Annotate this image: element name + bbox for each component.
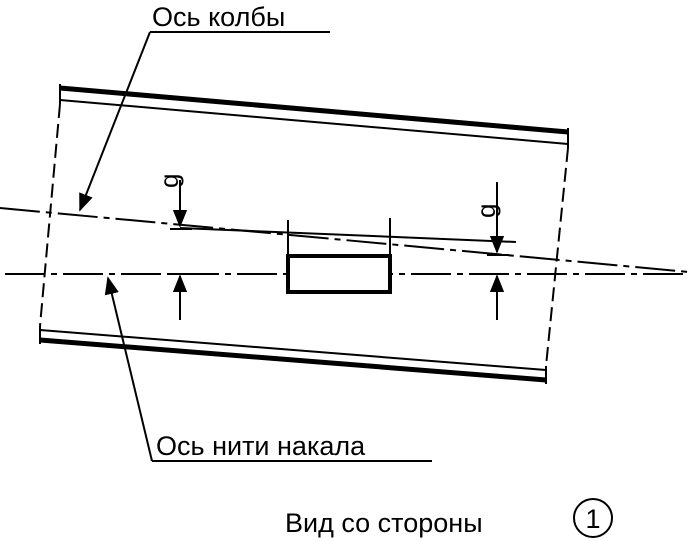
filament-top-reference: [179, 227, 517, 243]
dimension-g-right: [487, 182, 509, 320]
dimension-g-left: [170, 180, 192, 320]
right-end-contour: [545, 147, 569, 367]
lower-bulb-wall: [39, 326, 547, 384]
bulb-axis-label: Ось колбы: [152, 2, 285, 32]
filament-body: [286, 254, 392, 294]
view-number: 1: [585, 504, 600, 534]
upper-bulb-wall: [59, 84, 569, 148]
bulb-axis-leader: [79, 31, 330, 212]
dimension-g-right-label: g: [471, 204, 501, 218]
dimension-g-left-label: g: [154, 174, 184, 188]
left-end-contour: [39, 103, 61, 327]
filament-axis-leader: [104, 276, 432, 462]
view-caption: Вид со стороны: [285, 508, 483, 538]
view-number-circle: [573, 498, 613, 538]
filament-axis-label: Ось нити накала: [156, 431, 366, 461]
